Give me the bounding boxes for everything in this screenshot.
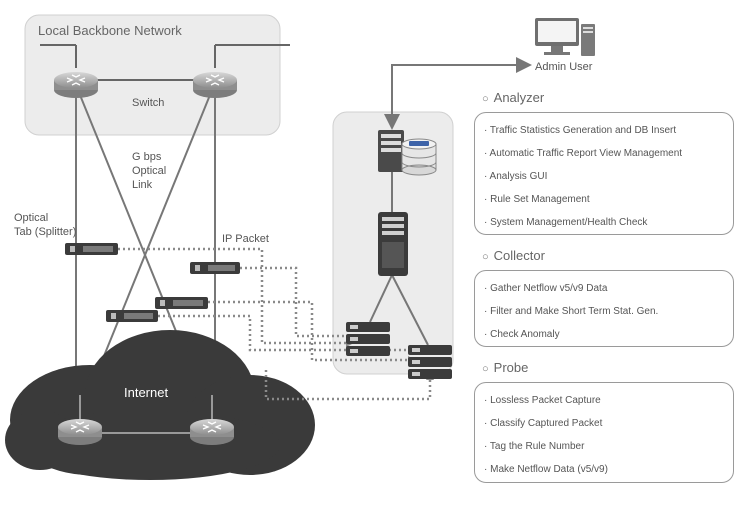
analyzer-item: · Automatic Traffic Report View Manageme… bbox=[484, 148, 683, 159]
backbone-network-label: Local Backbone Network bbox=[38, 23, 182, 38]
analyzer-item: · Analysis GUI bbox=[484, 171, 548, 182]
analyzer-item: · Rule Set Management bbox=[484, 194, 590, 205]
bullet-icon: ○ bbox=[482, 251, 489, 263]
collector-item: · Gather Netflow v5/v9 Data bbox=[484, 283, 608, 294]
analyzer-title: ○ Analyzer bbox=[482, 90, 544, 105]
optical-tab-label-line-1: Optical bbox=[14, 212, 49, 224]
router-icon bbox=[58, 419, 102, 445]
probe-item: · Make Netflow Data (v5/v9) bbox=[484, 464, 608, 475]
probe-rack-icon bbox=[408, 345, 452, 379]
collector-title: ○ Collector bbox=[482, 248, 545, 263]
collector-item: · Check Anomaly bbox=[484, 329, 560, 340]
optical-tap-icon bbox=[155, 297, 208, 309]
optical-tap-icon bbox=[65, 243, 118, 255]
analyzer-panel: · Traffic Statistics Generation and DB I… bbox=[474, 112, 734, 235]
probe-rack-icon bbox=[346, 322, 390, 356]
bullet-icon: ○ bbox=[482, 93, 489, 105]
optical-tap-icon bbox=[106, 310, 158, 322]
probe-item: · Tag the Rule Number bbox=[484, 441, 585, 452]
probe-panel: · Lossless Packet Capture · Classify Cap… bbox=[474, 382, 734, 483]
router-icon bbox=[54, 72, 98, 98]
computer-icon bbox=[535, 18, 595, 56]
probe-title-text: Probe bbox=[493, 360, 529, 375]
database-icon bbox=[401, 138, 437, 176]
link-label-line-1: G bps bbox=[132, 151, 162, 163]
analyzer-item: · Traffic Statistics Generation and DB I… bbox=[484, 125, 677, 136]
optical-tab-label-line-2: Tab (Splitter) bbox=[14, 226, 77, 238]
link-label-line-2: Optical bbox=[132, 165, 167, 177]
admin-user-label: Admin User bbox=[535, 61, 593, 73]
switch-label: Switch bbox=[132, 97, 165, 109]
collector-server-icon bbox=[378, 212, 408, 276]
router-icon bbox=[193, 72, 237, 98]
internet-label: Internet bbox=[124, 385, 169, 400]
probe-item: · Lossless Packet Capture bbox=[484, 395, 601, 406]
collector-panel: · Gather Netflow v5/v9 Data · Filter and… bbox=[474, 270, 734, 347]
analyzer-item: · System Management/Health Check bbox=[484, 217, 648, 228]
analyzer-title-text: Analyzer bbox=[493, 90, 545, 105]
router-icon bbox=[190, 419, 234, 445]
link-label-line-3: Link bbox=[132, 179, 153, 191]
packet-flow-lines bbox=[118, 247, 432, 401]
optical-tap-icon bbox=[190, 262, 240, 274]
server-link bbox=[369, 274, 393, 323]
internet-cloud bbox=[5, 330, 315, 480]
ip-packet-label: IP Packet bbox=[222, 233, 269, 245]
collector-title-text: Collector bbox=[493, 248, 545, 263]
probe-item: · Classify Captured Packet bbox=[484, 418, 603, 429]
bullet-icon: ○ bbox=[482, 363, 489, 375]
analyzer-server-icon bbox=[378, 130, 404, 172]
collector-item: · Filter and Make Short Term Stat. Gen. bbox=[484, 306, 659, 317]
probe-title: ○ Probe bbox=[482, 360, 528, 375]
server-link bbox=[391, 274, 429, 346]
